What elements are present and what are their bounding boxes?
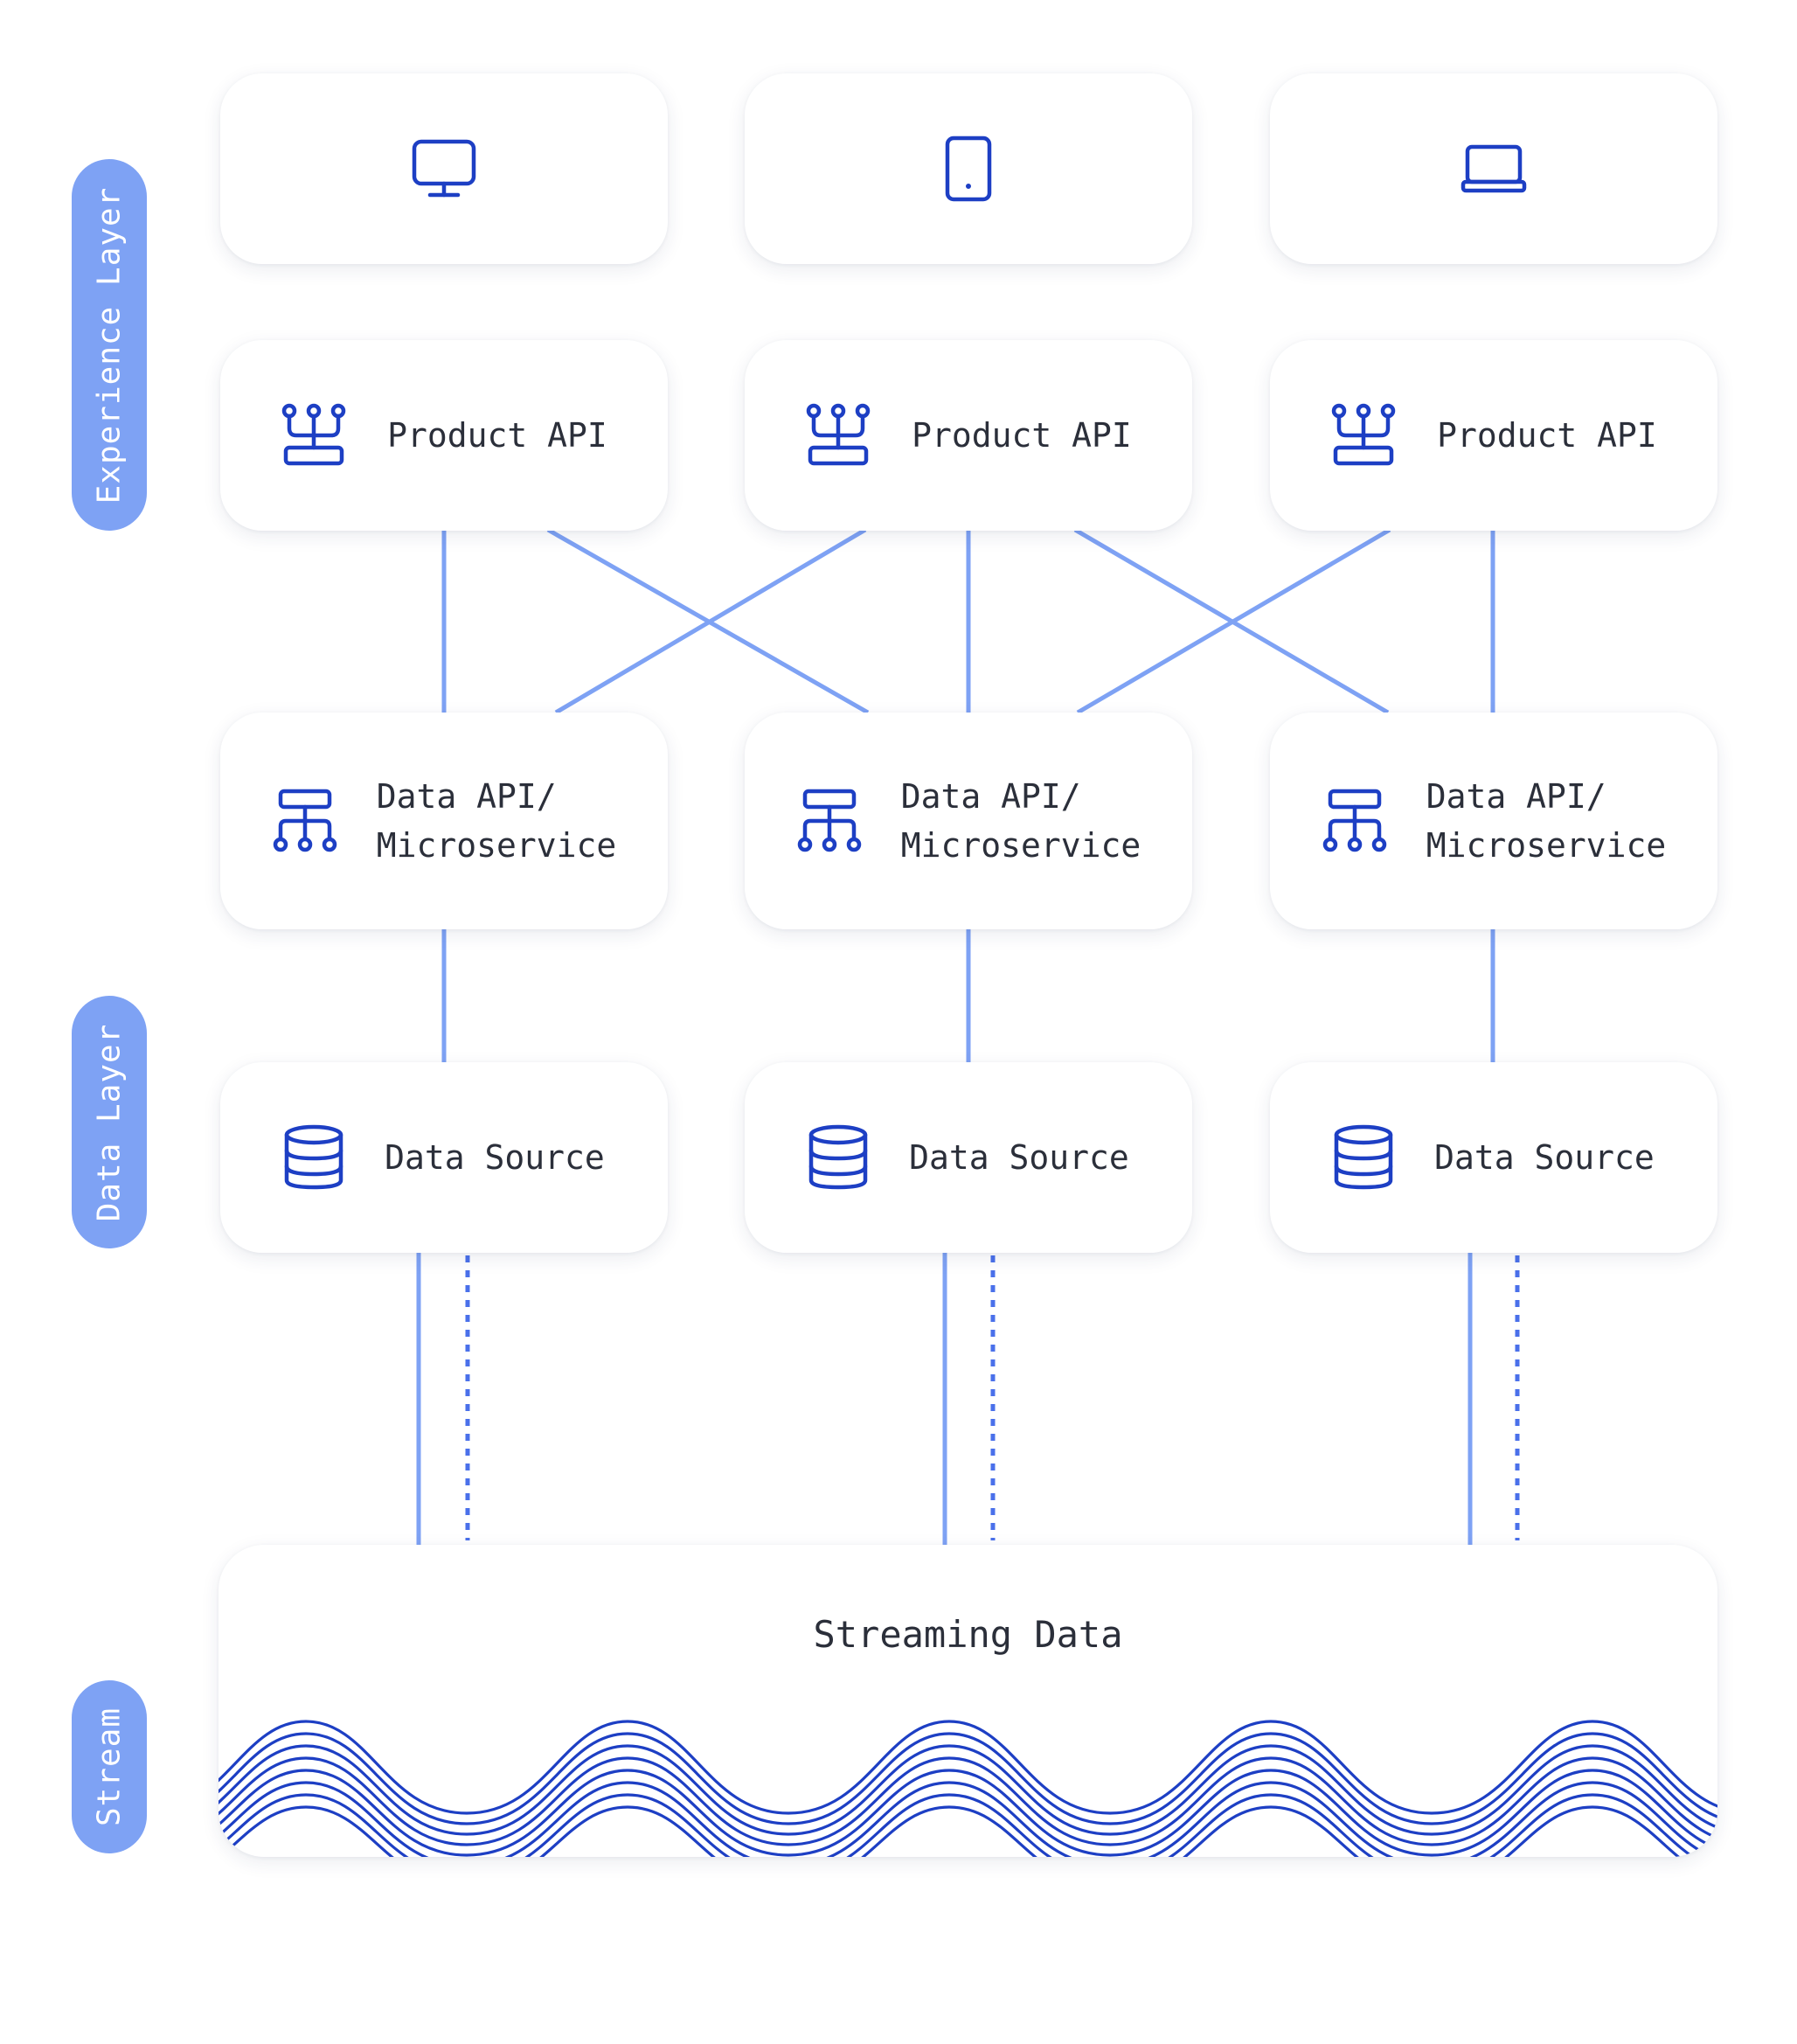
layer-pill-label: Experience Layer xyxy=(91,186,128,504)
connector-line xyxy=(1076,527,1391,715)
monitor-icon xyxy=(411,137,477,200)
database-icon xyxy=(808,1124,869,1191)
data-api-label: Data API/ Microservice xyxy=(1426,777,1667,865)
product-api-label: Product API xyxy=(912,416,1132,455)
wave-pattern-icon xyxy=(219,1720,1717,1857)
wave-line xyxy=(219,1769,1717,1857)
connector-line xyxy=(554,527,867,715)
data-api-card-2: Data API/ Microservice xyxy=(745,713,1192,929)
api-hub-icon xyxy=(281,402,347,469)
api-hub-icon xyxy=(1330,402,1397,469)
product-api-card-2: Product API xyxy=(745,340,1192,531)
microservice-tree-icon xyxy=(272,788,338,854)
wave-line xyxy=(219,1756,1717,1846)
device-card-tablet xyxy=(745,73,1192,264)
data-source-label: Data Source xyxy=(1434,1138,1655,1177)
layer-pill-label: Data Layer xyxy=(91,1023,128,1221)
wave-line xyxy=(219,1793,1696,1857)
layer-pill-label: Stream xyxy=(91,1707,128,1827)
laptop-icon xyxy=(1460,140,1527,198)
database-icon xyxy=(283,1124,344,1191)
microservice-tree-icon xyxy=(1322,788,1388,854)
data-source-label: Data Source xyxy=(909,1138,1129,1177)
layer-pill-stream: Stream xyxy=(72,1680,147,1853)
wave-line xyxy=(219,1744,1717,1836)
data-source-card-3: Data Source xyxy=(1270,1062,1717,1253)
data-source-card-2: Data Source xyxy=(745,1062,1192,1253)
wave-line xyxy=(219,1781,1716,1857)
wave-line xyxy=(219,1732,1717,1825)
layer-pill-experience: Experience Layer xyxy=(72,159,147,531)
product-api-card-3: Product API xyxy=(1270,340,1717,531)
data-api-card-1: Data API/ Microservice xyxy=(220,713,668,929)
device-card-desktop xyxy=(220,73,668,264)
data-source-label: Data Source xyxy=(385,1138,605,1177)
product-api-label: Product API xyxy=(1437,416,1657,455)
data-api-label: Data API/ Microservice xyxy=(376,777,617,865)
data-api-card-3: Data API/ Microservice xyxy=(1270,713,1717,929)
tablet-icon xyxy=(944,136,993,202)
wave-line xyxy=(219,1805,1681,1857)
data-source-card-1: Data Source xyxy=(220,1062,668,1253)
streaming-data-title: Streaming Data xyxy=(813,1613,1123,1656)
device-card-laptop xyxy=(1270,73,1717,264)
product-api-card-1: Product API xyxy=(220,340,668,531)
data-api-label: Data API/ Microservice xyxy=(900,777,1141,865)
streaming-data-card: Streaming Data xyxy=(219,1545,1717,1857)
layer-pill-data: Data Layer xyxy=(72,996,147,1248)
database-icon xyxy=(1333,1124,1394,1191)
product-api-label: Product API xyxy=(387,416,607,455)
api-hub-icon xyxy=(805,402,871,469)
microservice-tree-icon xyxy=(796,788,863,854)
wave-line xyxy=(219,1720,1717,1815)
